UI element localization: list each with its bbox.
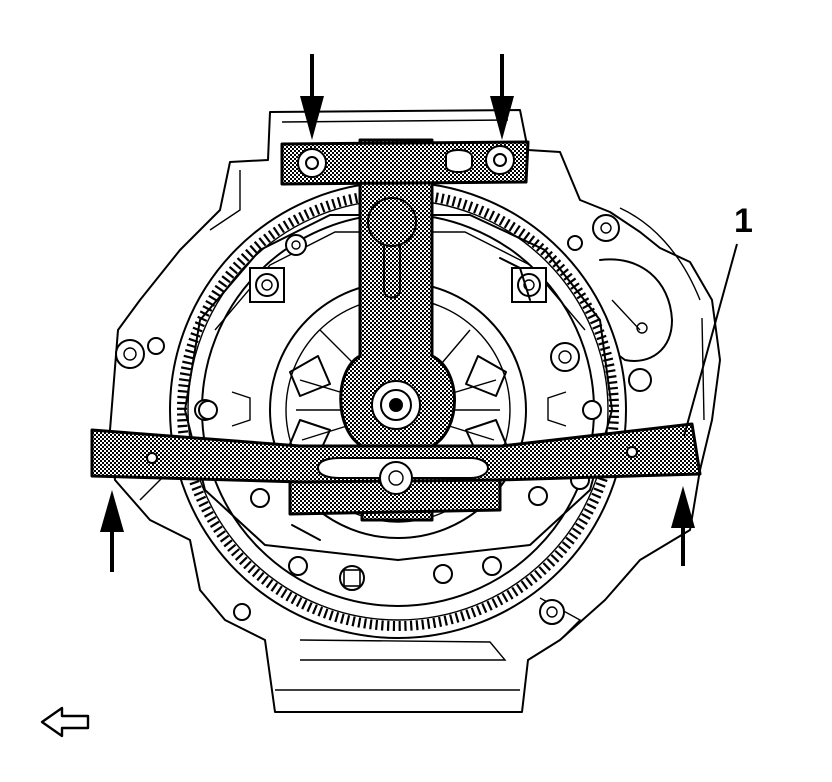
arrow-down-left — [300, 54, 324, 140]
cover-bolt-left-upper — [249, 267, 285, 303]
clutch-holding-tool — [90, 138, 702, 522]
arrow-up-right — [671, 486, 695, 566]
cover-bolt-left-mid — [285, 234, 307, 256]
callout-1-label: 1 — [734, 202, 753, 240]
tool-vertical-arm — [339, 138, 456, 522]
force-arrow-icon — [100, 54, 695, 572]
cover-bolt-right-mid — [550, 342, 580, 372]
engine-housing — [109, 109, 721, 713]
callout-1: 1 — [683, 202, 753, 437]
arrow-down-right — [490, 54, 514, 140]
front-direction-arrow-icon — [40, 706, 90, 738]
tool-horizontal-bar — [90, 422, 702, 484]
arrow-up-left — [100, 490, 124, 572]
